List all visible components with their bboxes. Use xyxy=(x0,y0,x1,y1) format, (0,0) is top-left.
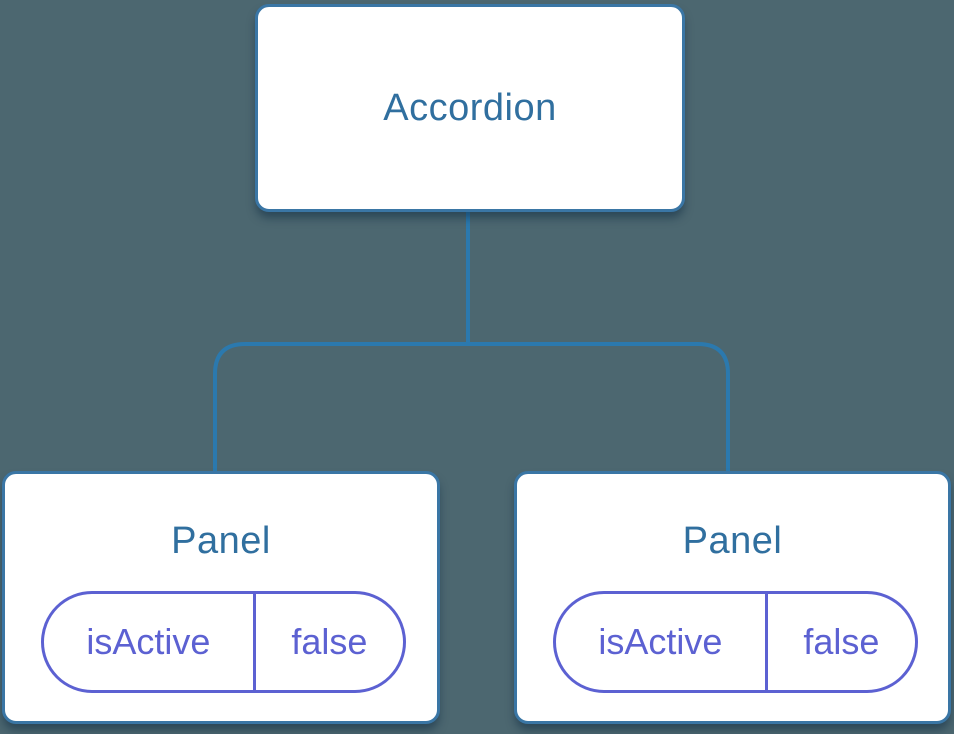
state-pill: isActive false xyxy=(41,591,406,693)
state-pill: isActive false xyxy=(553,591,918,693)
state-value: false xyxy=(803,621,880,662)
branch-line xyxy=(213,342,730,474)
state-name: isActive xyxy=(556,594,768,690)
accordion-node-label: Accordion xyxy=(383,86,557,129)
panel-node-left: Panel isActive false xyxy=(2,471,440,724)
panel-title: Panel xyxy=(682,520,783,562)
accordion-node: Accordion xyxy=(255,4,685,212)
panel-node-right: Panel isActive false xyxy=(514,471,951,724)
panel-title: Panel xyxy=(171,520,271,562)
state-value: false xyxy=(291,621,368,662)
state-name: isActive xyxy=(44,594,256,690)
